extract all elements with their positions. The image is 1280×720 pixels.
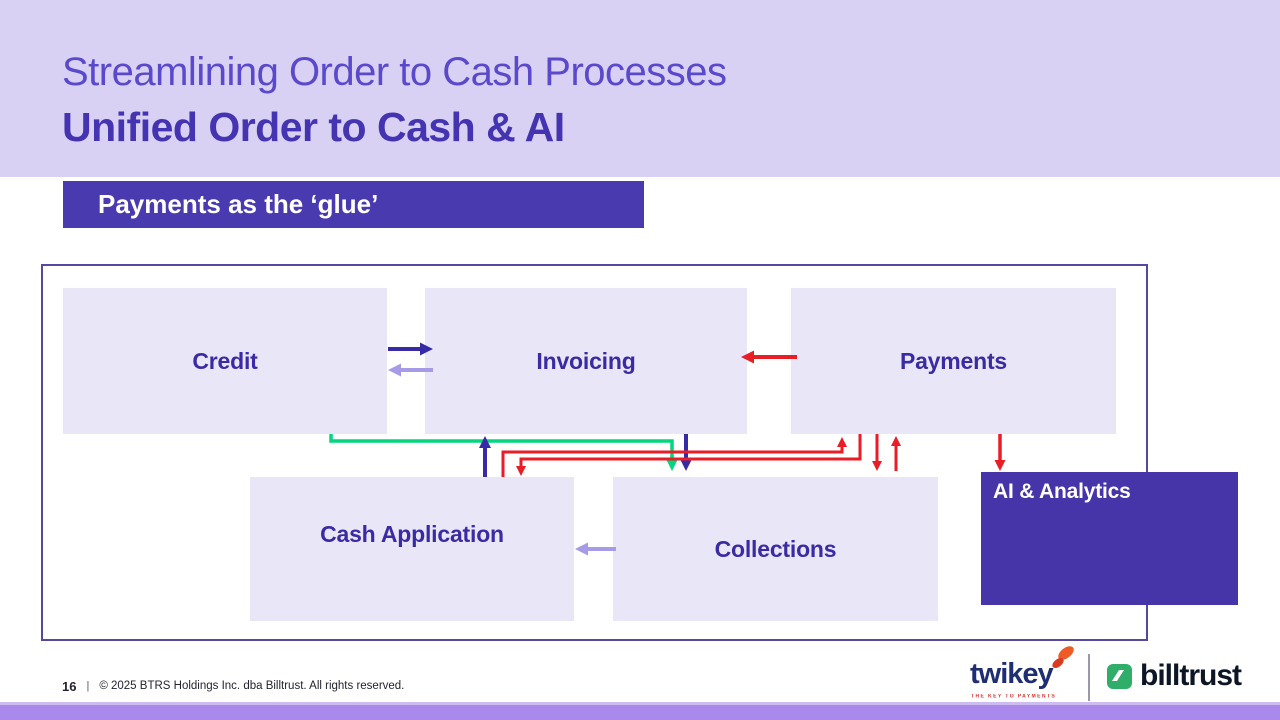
node-invoicing-label: Invoicing <box>536 347 636 374</box>
node-collections-label: Collections <box>714 535 837 562</box>
billtrust-mark-icon <box>1106 663 1133 690</box>
billtrust-wordmark: billtrust <box>1140 659 1242 692</box>
slide-title: Streamlining Order to Cash Processes <box>62 50 727 94</box>
twikey-butterfly-icon <box>1048 644 1078 674</box>
node-invoicing: Invoicing <box>425 288 747 434</box>
node-payments-label: Payments <box>899 347 1008 374</box>
section-banner-label: Payments as the ‘glue’ <box>98 189 379 219</box>
node-collections: Collections <box>613 477 938 621</box>
node-ai-analytics-label: AI & Analytics <box>993 480 1131 503</box>
node-payments: Payments <box>791 288 1116 434</box>
logo-divider <box>1088 654 1090 701</box>
twikey-wordmark: twikey <box>970 658 1054 690</box>
node-credit: Credit <box>63 288 387 434</box>
billtrust-logo: billtrust <box>1106 658 1256 694</box>
page-number: 16 <box>62 678 77 694</box>
bottom-accent-bar <box>0 702 1280 720</box>
footer-separator: | <box>86 680 90 692</box>
node-cash-application-label: Cash Application <box>320 520 504 547</box>
footer: 16 | © 2025 BTRS Holdings Inc. dba Billt… <box>62 678 404 694</box>
twikey-logo: twikey THE KEY TO PAYMENTS <box>968 646 1080 700</box>
slide-subtitle: Unified Order to Cash & AI <box>62 104 565 150</box>
node-credit-label: Credit <box>192 347 258 374</box>
node-cash-application: Cash Application <box>250 477 574 621</box>
node-ai-analytics: AI & Analytics <box>981 472 1238 605</box>
header-band <box>0 0 1280 177</box>
twikey-tagline: THE KEY TO PAYMENTS <box>971 694 1057 700</box>
section-banner: Payments as the ‘glue’ <box>63 181 644 228</box>
copyright-text: © 2025 BTRS Holdings Inc. dba Billtrust.… <box>99 680 405 692</box>
